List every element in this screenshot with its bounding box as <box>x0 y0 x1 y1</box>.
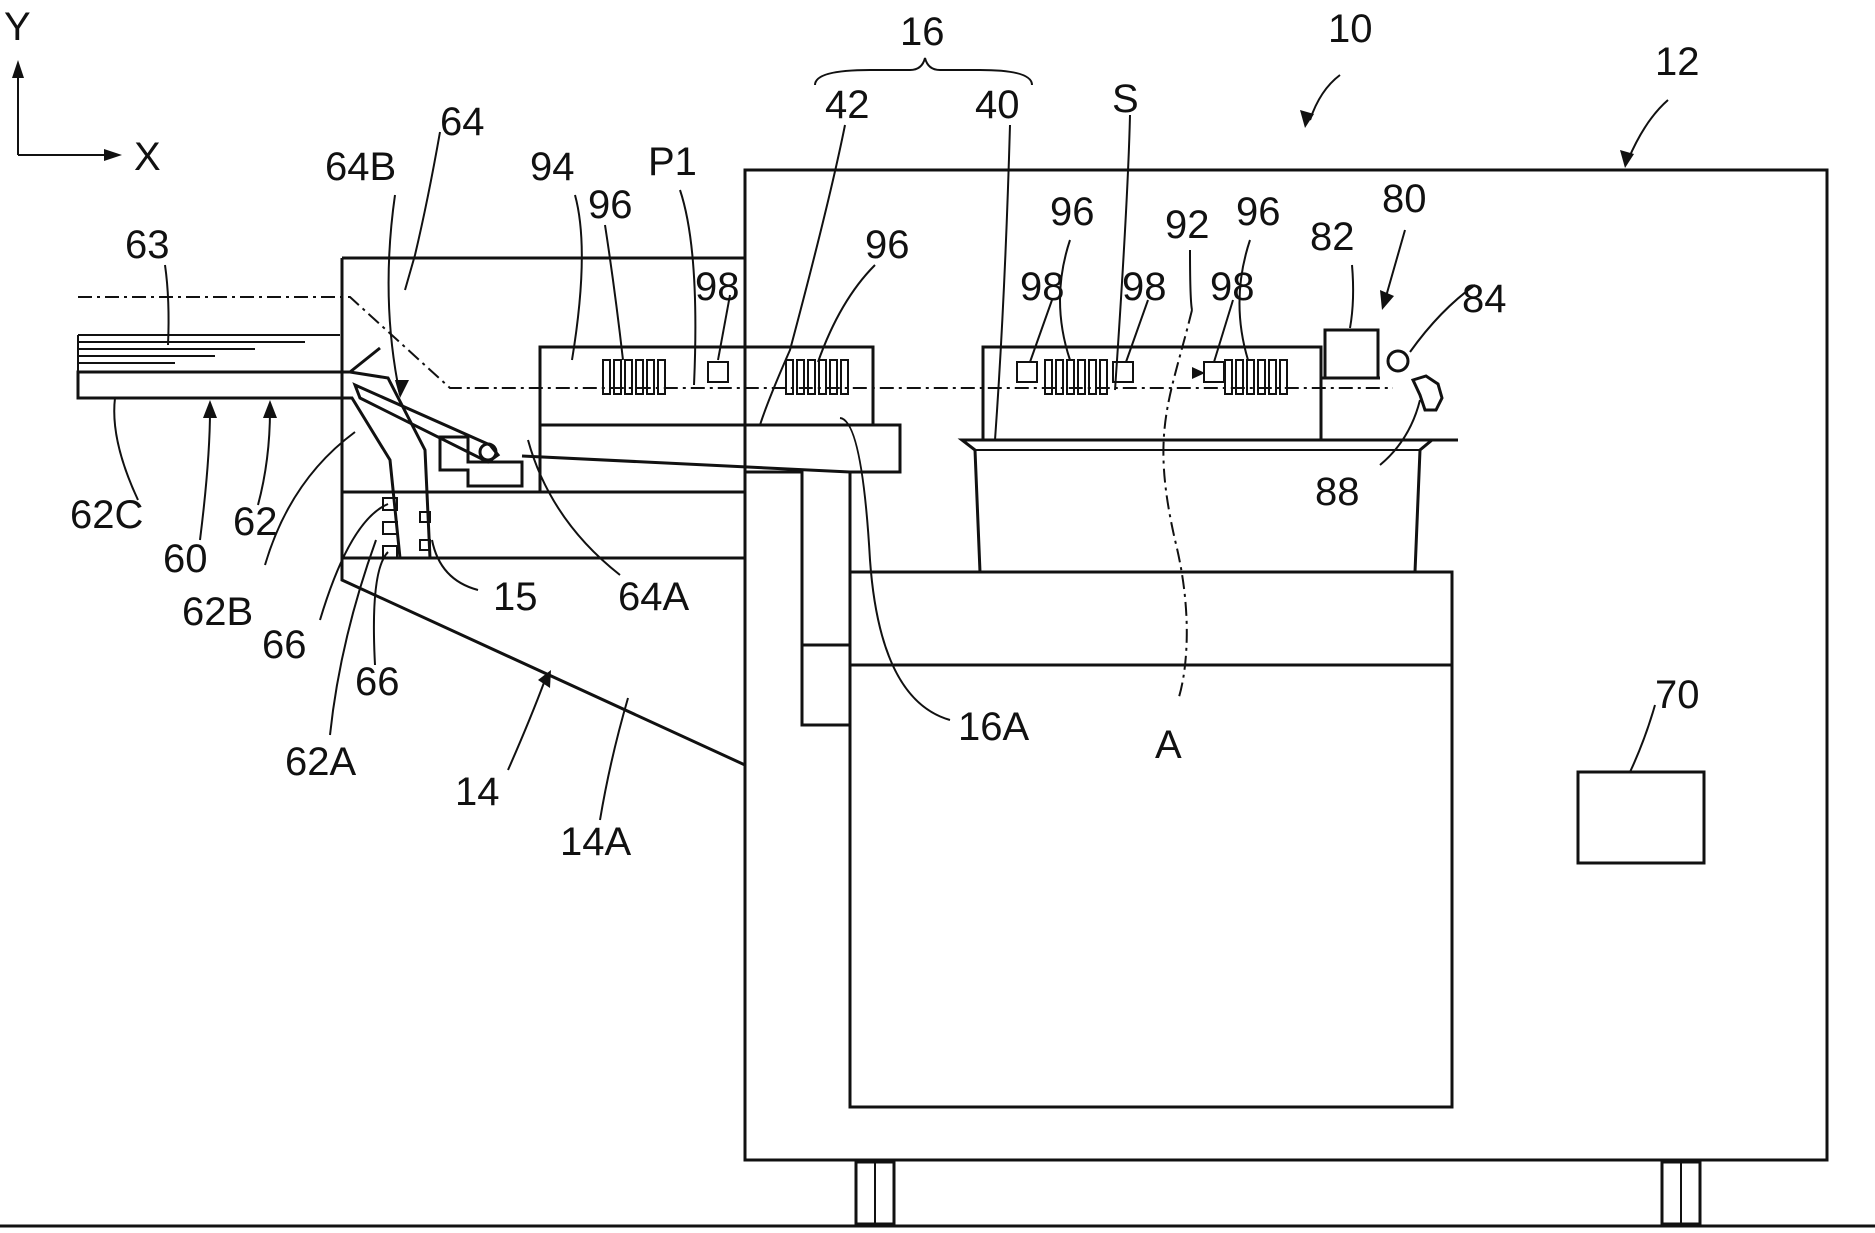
label-p1: P1 <box>648 140 697 184</box>
label-82: 82 <box>1310 215 1355 259</box>
label-62: 62 <box>233 500 278 544</box>
head-box-94 <box>540 347 873 425</box>
label-12: 12 <box>1655 40 1700 84</box>
reference-labels: 10 12 16 42 40 S 64 64B 94 P1 96 96 96 9… <box>70 7 1700 864</box>
label-14: 14 <box>455 770 500 814</box>
label-64a: 64A <box>618 575 689 619</box>
label-14a: 14A <box>560 820 631 864</box>
axis-indicator: Y X <box>4 5 161 179</box>
axis-x-label: X <box>134 135 161 179</box>
feet <box>856 1162 1700 1224</box>
section-line-a <box>1163 310 1192 700</box>
fasteners-66 <box>383 498 430 558</box>
stacked-sheets-63 <box>78 335 340 372</box>
label-42: 42 <box>825 83 870 127</box>
brace-16 <box>815 58 1032 85</box>
label-62a: 62A <box>285 740 356 784</box>
label-64: 64 <box>440 100 485 144</box>
label-98-4: 98 <box>1210 265 1255 309</box>
label-66-1: 66 <box>262 623 307 667</box>
label-92: 92 <box>1165 203 1210 247</box>
controller-70 <box>1578 772 1704 863</box>
label-80: 80 <box>1382 177 1427 221</box>
label-40: 40 <box>975 83 1020 127</box>
label-96-1: 96 <box>588 183 633 227</box>
label-96-2: 96 <box>865 223 910 267</box>
part-88 <box>1413 376 1442 410</box>
label-98-3: 98 <box>1122 265 1167 309</box>
left-frame <box>342 258 745 765</box>
label-10: 10 <box>1328 7 1373 51</box>
label-98-2: 98 <box>1020 265 1065 309</box>
label-94: 94 <box>530 145 575 189</box>
label-98-1: 98 <box>695 265 740 309</box>
inner-lower-box <box>850 572 1452 1107</box>
axis-y-label: Y <box>4 5 31 49</box>
label-15: 15 <box>493 575 538 619</box>
label-16: 16 <box>900 10 945 54</box>
label-62b: 62B <box>182 590 253 634</box>
label-63: 63 <box>125 223 170 267</box>
label-96-3: 96 <box>1050 190 1095 234</box>
label-16a: 16A <box>958 705 1029 749</box>
label-66-2: 66 <box>355 660 400 704</box>
label-60: 60 <box>163 537 208 581</box>
conveyor-42-body <box>540 425 900 725</box>
label-64b: 64B <box>325 145 396 189</box>
box-82 <box>1325 330 1378 378</box>
label-a: A <box>1155 723 1182 767</box>
label-62c: 62C <box>70 493 143 537</box>
platform-40-tray <box>962 440 1432 572</box>
label-70: 70 <box>1655 673 1700 717</box>
label-s: S <box>1112 77 1139 121</box>
label-88: 88 <box>1315 470 1360 514</box>
roller-84 <box>1388 351 1408 371</box>
label-96-4: 96 <box>1236 190 1281 234</box>
label-84: 84 <box>1462 277 1507 321</box>
